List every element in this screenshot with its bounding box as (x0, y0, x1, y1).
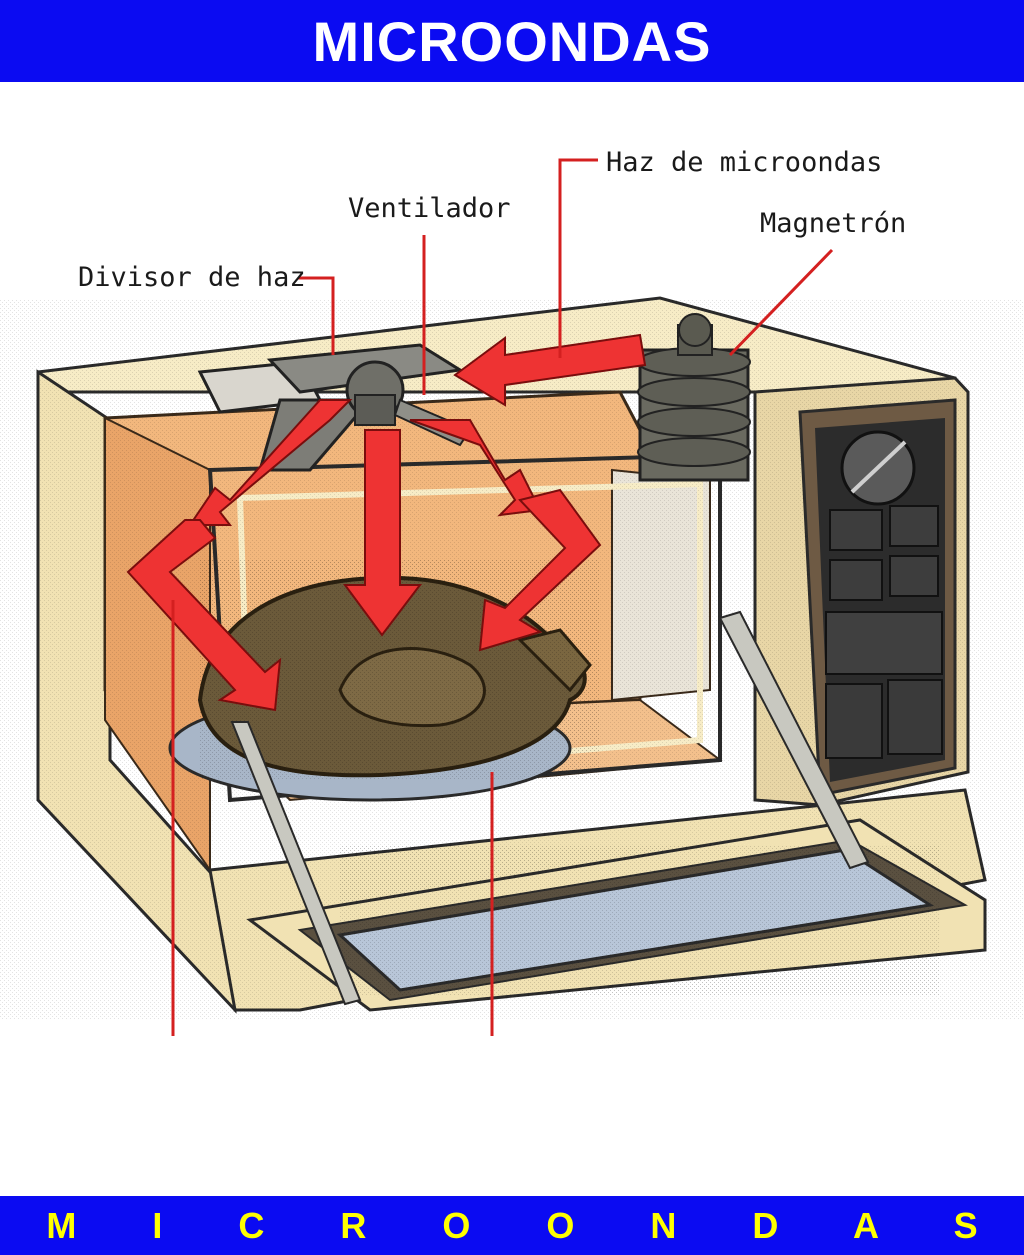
center-down-arrow (343, 429, 423, 637)
beam-arrow (453, 333, 647, 407)
leader-lines (171, 158, 834, 1036)
control-panel (798, 398, 957, 797)
fan-label: Ventilador (348, 193, 511, 224)
footer-title: M I C R O O N D A S (46, 1204, 1011, 1246)
footer-banner: M I C R O O N D A S (0, 1196, 1024, 1255)
splitter-leader-line (298, 276, 335, 355)
beam-leader-line (558, 158, 598, 358)
microwave-paths (126, 333, 647, 712)
page-title: MICROONDAS (312, 9, 712, 73)
magnetron-leader-line (728, 248, 834, 357)
splitter-label: Divisor de haz (78, 262, 306, 293)
magnetron-component (637, 313, 751, 482)
beam-label: Haz de microondas (606, 147, 882, 178)
magnetron-label: Magnetrón (760, 208, 906, 239)
title-banner: MICROONDAS (0, 0, 1024, 82)
oven-door (230, 610, 987, 1012)
microwave-diagram: Haz de microondas Ventilador Magnetrón D… (0, 147, 1024, 1036)
